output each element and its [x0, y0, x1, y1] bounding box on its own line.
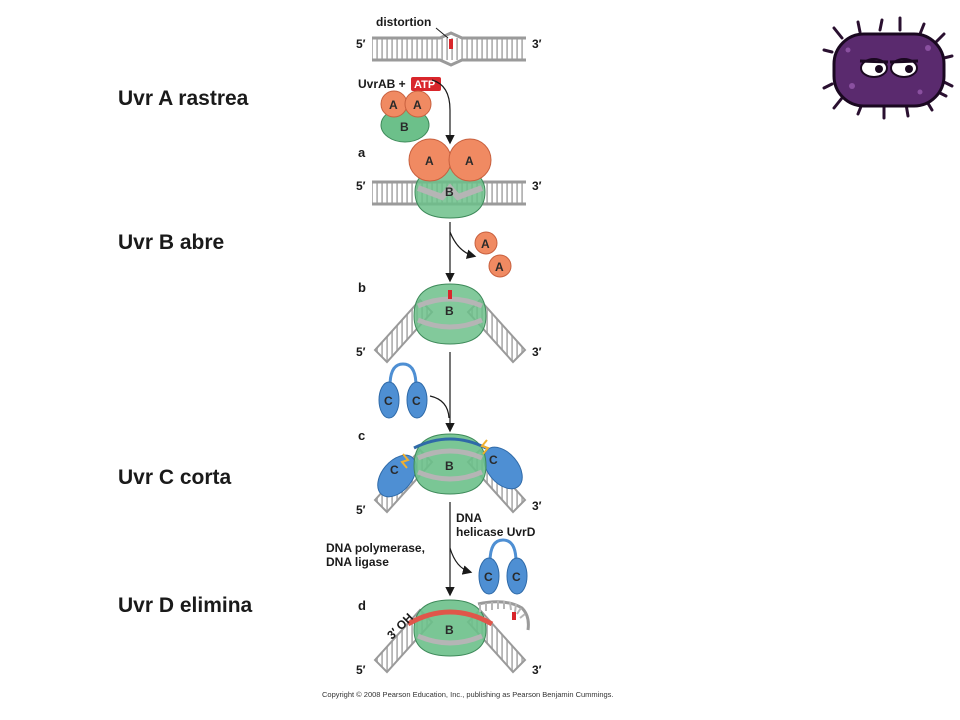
svg-text:C: C: [484, 570, 493, 584]
svg-text:5′: 5′: [356, 345, 366, 359]
helicase-label-2: helicase UvrD: [456, 525, 536, 539]
svg-text:3′: 3′: [532, 179, 542, 193]
svg-text:A: A: [425, 154, 434, 168]
step-a: a: [358, 145, 366, 160]
polymerase-label-1: DNA polymerase,: [326, 541, 425, 555]
polymerase-label-2: DNA ligase: [326, 555, 389, 569]
svg-text:3′: 3′: [532, 499, 542, 513]
uvra-right: [448, 138, 492, 182]
five-prime-0: 5′: [356, 37, 366, 51]
incision-mark-left: [400, 453, 410, 469]
uvra-released-1: [474, 231, 498, 255]
incision-mark-right: [480, 439, 490, 455]
label-uvrd: Uvr D elimina: [118, 594, 253, 617]
uvrc-pair: C C: [378, 362, 428, 419]
uvrab-complex: A A B: [380, 90, 432, 143]
svg-text:A: A: [389, 98, 398, 112]
lesion-mark: [449, 39, 453, 49]
svg-text:C: C: [489, 453, 498, 467]
step-d: d: [358, 598, 366, 613]
step-b: b: [358, 280, 366, 295]
svg-text:A: A: [413, 98, 422, 112]
distortion-label: distortion: [376, 15, 431, 29]
svg-text:3′: 3′: [532, 663, 542, 677]
svg-text:C: C: [412, 394, 421, 408]
uvrc-released-pair: C C: [478, 538, 528, 595]
copyright-text: Copyright © 2008 Pearson Education, Inc.…: [322, 690, 614, 699]
svg-text:5′: 5′: [356, 179, 366, 193]
label-uvra: Uvr A rastrea: [118, 87, 249, 110]
step-c: c: [358, 428, 365, 443]
three-prime-0: 3′: [532, 37, 542, 51]
svg-text:B: B: [445, 623, 454, 637]
atp-label: ATP: [414, 79, 435, 91]
svg-text:A: A: [465, 154, 474, 168]
svg-text:C: C: [384, 394, 393, 408]
svg-text:B: B: [445, 459, 454, 473]
svg-text:B: B: [445, 185, 454, 199]
svg-text:C: C: [390, 463, 399, 477]
svg-text:B: B: [445, 304, 454, 318]
svg-text:A: A: [481, 237, 490, 251]
svg-text:5′: 5′: [356, 663, 366, 677]
new-dna-strand: [406, 609, 494, 627]
svg-text:A: A: [495, 260, 504, 274]
excised-oligonucleotide: [477, 600, 530, 631]
svg-text:C: C: [512, 570, 521, 584]
uvra-released-2: [488, 254, 512, 278]
svg-text:B: B: [400, 120, 409, 134]
uvrab-label: UvrAB +: [358, 77, 406, 91]
svg-text:3′: 3′: [532, 345, 542, 359]
helicase-label-1: DNA: [456, 511, 482, 525]
purple-germ-mascot-icon: [822, 16, 954, 120]
label-uvrb: Uvr B abre: [118, 231, 225, 254]
dna-distorted: [372, 31, 526, 67]
svg-text:5′: 5′: [356, 503, 366, 517]
label-uvrc: Uvr C corta: [118, 466, 232, 489]
uvrc-left: [377, 454, 417, 498]
